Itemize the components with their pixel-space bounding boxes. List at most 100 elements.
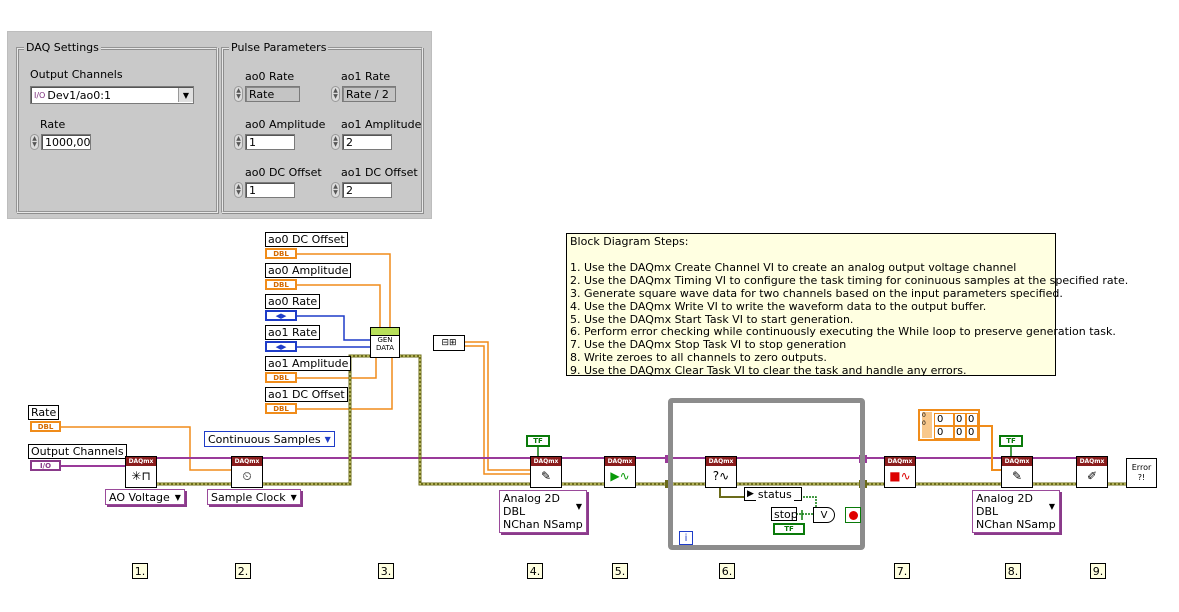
status-label: status (755, 487, 794, 501)
autostart-false-constant[interactable]: TF (526, 435, 550, 447)
daqmx-write-node-1[interactable]: DAQmx ✎ (530, 456, 562, 488)
note-step: 7. Use the DAQmx Stop Task VI to stop ge… (570, 338, 847, 352)
autostart-true-constant[interactable]: TF (999, 435, 1023, 447)
ao0-rate-terminal[interactable]: ◀▶ (265, 310, 297, 321)
write-1-line-2: NChan NSamp (503, 518, 583, 531)
gen-data-header (371, 328, 399, 336)
step-label-7: 7. (894, 563, 910, 579)
stop-button-terminal[interactable]: TF (773, 523, 805, 535)
gen-data-subvi[interactable]: GEN DATA (370, 327, 400, 358)
daqmx-timing-node[interactable]: DAQmx ⏲ (231, 456, 263, 488)
build-array-node[interactable]: ⊟⊞ (433, 335, 465, 351)
ao0-rate-value[interactable]: Rate (245, 86, 300, 102)
ao1-amplitude-terminal[interactable]: DBL (265, 372, 297, 383)
ao0-dc-offset-value[interactable]: 1 (245, 182, 295, 198)
pencil-icon: ✎ (1011, 469, 1023, 483)
continuous-samples-constant[interactable]: Continuous Samples ▼ (204, 431, 335, 447)
ao1-rate-terminal-label: ao1 Rate (265, 325, 321, 340)
daqmx-tag: DAQmx (126, 457, 156, 466)
spinner-icon[interactable]: ▲▼ (331, 134, 340, 150)
ao0-dc-offset-terminal-label: ao0 DC Offset (265, 232, 348, 247)
ao0-amplitude-terminal-label: ao0 Amplitude (265, 263, 352, 278)
arrow-right-icon: ▶ (747, 489, 754, 499)
daqmx-tag: DAQmx (885, 457, 915, 466)
sample-clock-selector[interactable]: Sample Clock ▼ (207, 489, 301, 505)
stop-label: stop (774, 508, 798, 521)
chevron-down-icon[interactable]: ▼ (1048, 502, 1055, 511)
while-loop[interactable]: ▶ status stop TF V i (668, 398, 865, 550)
rate-terminal[interactable]: DBL (30, 421, 61, 432)
output-channels-value: Dev1/ao0:1 (47, 88, 111, 102)
ao1-rate-label: ao1 Rate (341, 70, 391, 83)
write-1-selector[interactable]: Analog 2D DBL NChan NSamp ▼ (499, 490, 587, 533)
ao0-rate-control[interactable]: ▲▼ Rate (234, 86, 300, 102)
array-cell[interactable]: 0 (966, 413, 978, 426)
step-label-3: 3. (378, 563, 394, 579)
array-cell[interactable]: 0 (966, 426, 978, 439)
daqmx-clear-task-node[interactable]: DAQmx ✐ (1076, 456, 1108, 488)
ao1-amplitude-control[interactable]: ▲▼ 2 (331, 134, 392, 150)
ao0-dc-offset-terminal[interactable]: DBL (265, 248, 297, 259)
ao0-amplitude-label: ao0 Amplitude (245, 118, 326, 131)
daqmx-write-node-2[interactable]: DAQmx ✎ (1001, 456, 1033, 488)
ao1-amplitude-value[interactable]: 2 (342, 134, 392, 150)
spinner-icon[interactable]: ▲▼ (331, 86, 340, 102)
note-step: 6. Perform error checking while continuo… (570, 325, 1116, 339)
rate-label: Rate (40, 118, 66, 131)
daqmx-tag: DAQmx (1077, 457, 1107, 466)
daqmx-tag: DAQmx (605, 457, 635, 466)
rate-control[interactable]: ▲▼ 1000,00 (30, 134, 91, 150)
ao-voltage-label: AO Voltage (109, 490, 170, 504)
daqmx-start-task-node[interactable]: DAQmx ▶∿ (604, 456, 636, 488)
daqmx-create-channel-node[interactable]: DAQmx ✳⊓ (125, 456, 157, 488)
chevron-down-icon[interactable]: ▼ (174, 492, 181, 502)
ao0-amplitude-control[interactable]: ▲▼ 1 (234, 134, 295, 150)
spinner-icon[interactable]: ▲▼ (30, 134, 39, 150)
spinner-icon[interactable]: ▲▼ (234, 86, 243, 102)
ao0-amplitude-terminal[interactable]: DBL (265, 279, 297, 290)
ao1-dc-offset-control[interactable]: ▲▼ 2 (331, 182, 392, 198)
output-channels-terminal[interactable]: I/O (30, 460, 61, 471)
ao1-dc-offset-value[interactable]: 2 (342, 182, 392, 198)
array-cell[interactable]: 0 (954, 413, 966, 426)
ao0-dc-offset-control[interactable]: ▲▼ 1 (234, 182, 295, 198)
ao0-amplitude-value[interactable]: 1 (245, 134, 295, 150)
spinner-icon[interactable]: ▲▼ (234, 134, 243, 150)
ao1-rate-control[interactable]: ▲▼ Rate / 2 (331, 86, 396, 102)
daqmx-stop-task-node[interactable]: DAQmx ■∿ (884, 456, 916, 488)
stop-condition-icon[interactable] (845, 507, 861, 523)
iteration-terminal: i (679, 531, 693, 545)
ao1-dc-offset-terminal[interactable]: DBL (265, 403, 297, 414)
ao1-dc-offset-terminal-label: ao1 DC Offset (265, 387, 348, 402)
block-diagram-steps-note: Block Diagram Steps: 1. Use the DAQmx Cr… (566, 233, 1128, 377)
chevron-down-icon[interactable]: ▼ (324, 434, 331, 444)
chevron-down-icon[interactable]: ▼ (575, 502, 582, 511)
ao1-rate-value[interactable]: Rate / 2 (342, 86, 396, 102)
simple-error-handler-node[interactable]: Error ?! (1126, 458, 1157, 488)
step-label-2: 2. (235, 563, 251, 579)
write-2-selector[interactable]: Analog 2D DBL NChan NSamp ▼ (972, 490, 1060, 533)
ao-voltage-selector[interactable]: AO Voltage ▼ (105, 489, 185, 505)
chevron-down-icon[interactable]: ▼ (290, 492, 297, 502)
dbl-tag: DBL (273, 249, 289, 258)
note-step: 3. Generate square wave data for two cha… (570, 286, 1063, 300)
array-cell[interactable]: 0 (934, 426, 954, 439)
ao0-rate-label: ao0 Rate (245, 70, 295, 83)
spinner-icon[interactable]: ▲▼ (234, 182, 243, 198)
array-cell[interactable]: 0 (934, 413, 954, 426)
rate-value[interactable]: 1000,00 (41, 134, 91, 150)
step-label-1: 1. (132, 563, 148, 579)
create-channel-icon: ✳⊓ (131, 469, 151, 483)
output-channels-control[interactable]: I/O Dev1/ao0:1 ▼ (30, 86, 194, 104)
chevron-down-icon[interactable]: ▼ (178, 88, 193, 102)
ao1-rate-terminal[interactable]: ◀▶ (265, 341, 297, 352)
gen-data-label: GEN DATA (375, 336, 395, 352)
array-cell[interactable]: 0 (954, 426, 966, 439)
spinner-icon[interactable]: ▲▼ (331, 182, 340, 198)
enum-tag: ◀▶ (275, 342, 287, 351)
status-unbundle: ▶ status (744, 487, 802, 501)
daqmx-is-task-done-node[interactable]: DAQmx ?∿ (705, 456, 737, 488)
